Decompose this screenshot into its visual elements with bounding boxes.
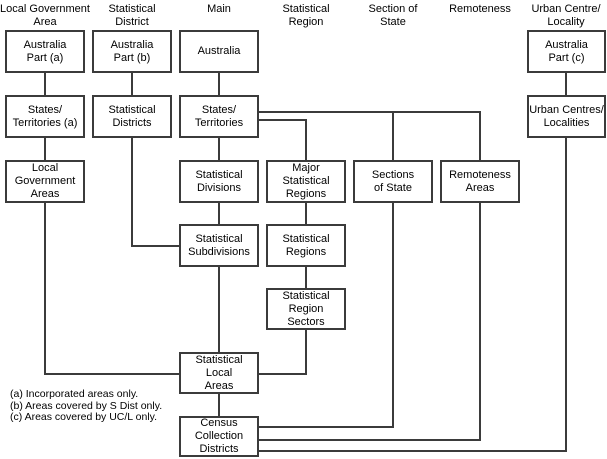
connector-sla-ccd (218, 394, 220, 416)
column-header-local-government-area: Local Government Area (0, 3, 90, 28)
box-statistical-subdivisions: Statistical Subdivisions (179, 224, 259, 267)
connector-statesterr-statdivisions (218, 138, 220, 160)
footnote-b: (b) Areas covered by S Dist only. (10, 399, 163, 412)
connector-lga-elbow (44, 373, 179, 375)
connector-statsubdiv-sla (218, 267, 220, 352)
box-statistical-divisions: Statistical Divisions (179, 160, 259, 203)
connector-auspartc-ucl (565, 73, 567, 95)
connector-srs-drop (305, 330, 307, 375)
connector-branch-remoteness (479, 111, 481, 160)
connector-branch-sectionsofstate (392, 111, 394, 160)
box-australia: Australia (179, 30, 259, 73)
box-remoteness-areas: Remoteness Areas (440, 160, 520, 203)
box-australia-part-b: Australia Part (b) (92, 30, 172, 73)
connector-msr-statregions (305, 203, 307, 224)
box-local-government-areas: Local Government Areas (5, 160, 85, 203)
column-header-urban-centre-locality: Urban Centre/ Locality (531, 3, 601, 28)
box-major-statistical-regions: Major Statistical Regions (266, 160, 346, 203)
column-header-section-of-state: Section of State (368, 3, 418, 28)
connector-lga-drop (44, 203, 46, 375)
box-states-territories-a: States/ Territories (a) (5, 95, 85, 138)
box-australia-part-c: Australia Part (c) (527, 30, 606, 73)
connector-statdiv-statsubdiv (218, 203, 220, 224)
connector-sectionsofstate-drop (392, 203, 394, 428)
connector-statdistricts-drop (131, 138, 133, 247)
column-header-remoteness: Remoteness (449, 3, 511, 15)
connector-branch-majorstatregions (305, 119, 307, 160)
connector-statregions-srs (305, 267, 307, 288)
column-header-main: Main (207, 3, 231, 15)
connector-ucl-drop (565, 138, 567, 452)
connector-australia-statesterr (218, 73, 220, 95)
box-statistical-local-areas: Statistical Local Areas (179, 352, 259, 394)
column-header-statistical-region: Statistical Region (282, 3, 330, 28)
box-australia-part-a: Australia Part (a) (5, 30, 85, 73)
connector-statdistricts-elbow (131, 245, 179, 247)
footnote-c: (c) Areas covered by UC/L only. (10, 411, 158, 423)
box-statistical-districts: Statistical Districts (92, 95, 172, 138)
connector-ausparta-statesterra (44, 73, 46, 95)
connector-srs-elbow (259, 373, 307, 375)
connector-statesterr-right-upper (259, 111, 481, 113)
connector-statesterra-lga (44, 138, 46, 160)
box-urban-centres-localities: Urban Centres/ Localities (527, 95, 606, 138)
box-statistical-regions: Statistical Regions (266, 224, 346, 267)
footnote-a: (a) Incorporated areas only. (10, 388, 139, 400)
connector-remoteness-drop (479, 203, 481, 441)
connector-ccd-ucl (259, 450, 567, 452)
box-statistical-region-sectors: Statistical Region Sectors (266, 288, 346, 330)
footnotes: (a) Incorporated areas only. (b) Areas c… (10, 388, 163, 424)
box-census-collection-districts: Census Collection Districts (179, 416, 259, 457)
connector-auspartb-statdistricts (131, 73, 133, 95)
box-sections-of-state: Sections of State (353, 160, 433, 203)
connector-ccd-remoteness (259, 439, 481, 441)
connector-ccd-sectionsofstate (259, 426, 394, 428)
box-states-territories: States/ Territories (179, 95, 259, 138)
column-header-statistical-district: Statistical District (108, 3, 156, 28)
connector-statesterr-right-lower (259, 119, 307, 121)
